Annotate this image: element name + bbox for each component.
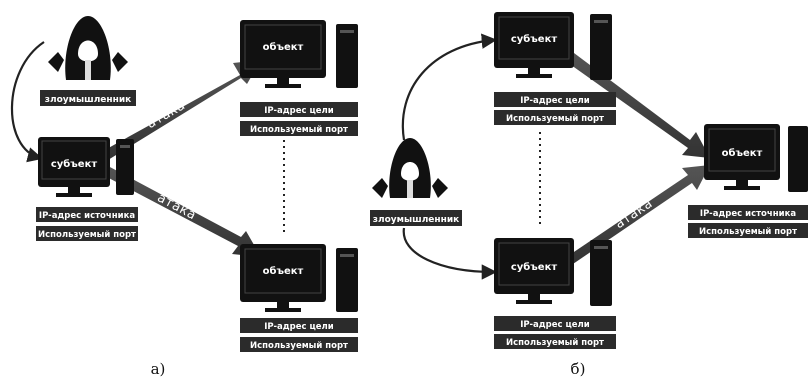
- port-label: Используемый порт: [250, 125, 348, 135]
- attacker-a: злоумышленник: [40, 16, 136, 106]
- attacker-b: злоумышленник: [370, 138, 462, 226]
- attacker-label: злоумышленник: [373, 215, 459, 225]
- diagram-b: атака атака субъект IP-адрес цели Исполь…: [370, 12, 808, 378]
- screen-label: объект: [722, 147, 763, 159]
- port-label: Используемый порт: [506, 338, 604, 348]
- attacker-label-box: [40, 90, 136, 106]
- system-unit: [116, 139, 134, 195]
- port-label: Используемый порт: [38, 230, 136, 240]
- attacker-label: злоумышленник: [45, 95, 131, 105]
- ip-label: IP-адрес источника: [700, 209, 796, 219]
- ip-label: IP-адрес цели: [520, 96, 590, 106]
- subject-computer-b-top: субъект IP-адрес цели Используемый порт: [494, 12, 616, 125]
- object-computer-b: объект IP-адрес источника Используемый п…: [688, 124, 808, 238]
- diagram-a: злоумышленник атака атака субъект IP-адр…: [10, 16, 358, 378]
- hooded-figure-icon: [372, 138, 448, 198]
- attacker-control-curve-b-upper: [401, 33, 498, 141]
- caption-b: б): [571, 360, 586, 378]
- hooded-figure-icon: [48, 16, 128, 80]
- object-computer-a-top: объект IP-адрес цели Используемый порт: [240, 20, 358, 136]
- object-computer-a-bottom: объект IP-адрес цели Используемый порт: [240, 244, 358, 352]
- ip-label: IP-адрес цели: [264, 106, 334, 116]
- port-label: Используемый порт: [699, 227, 797, 237]
- port-label: Используемый порт: [250, 341, 348, 351]
- screen-label: субъект: [511, 261, 558, 273]
- ip-label: IP-адрес источника: [39, 211, 135, 221]
- port-label: Используемый порт: [506, 114, 604, 124]
- attacker-label-box: [370, 210, 462, 226]
- subject-computer-b-bottom: субъект IP-адрес цели Используемый порт: [494, 238, 616, 349]
- subject-computer-a: субъект IP-адрес источника Используемый …: [36, 137, 138, 241]
- screen-label: субъект: [51, 158, 98, 170]
- attack-arrow-label: атака: [155, 190, 199, 223]
- attacker-control-curve-a: [10, 41, 45, 163]
- caption-a: а): [151, 360, 166, 378]
- screen-label: объект: [263, 41, 304, 53]
- attack-arrow-label: атака: [144, 98, 188, 132]
- screen-label: субъект: [511, 33, 558, 45]
- ip-label: IP-адрес цели: [264, 322, 334, 332]
- ip-label: IP-адрес цели: [520, 320, 590, 330]
- screen-label: объект: [263, 265, 304, 277]
- attacker-control-curve-b-lower: [402, 227, 498, 280]
- attack-arrow-label: атака: [613, 196, 656, 232]
